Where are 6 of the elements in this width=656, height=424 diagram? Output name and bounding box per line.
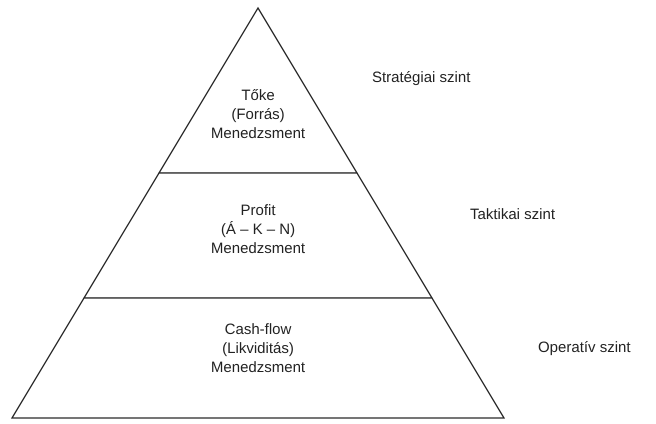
level-label: Operatív szint bbox=[538, 339, 631, 356]
level-label: Taktikai szint bbox=[470, 206, 556, 223]
tier-label: Tőke (Forrás) Menedzsment bbox=[210, 86, 306, 143]
level-label: Stratégiai szint bbox=[372, 69, 470, 86]
tier-label: Profit (Á – K – N) Menedzsment bbox=[210, 201, 306, 258]
tier-label: Cash-flow (Likviditás) Menedzsment bbox=[210, 320, 306, 377]
